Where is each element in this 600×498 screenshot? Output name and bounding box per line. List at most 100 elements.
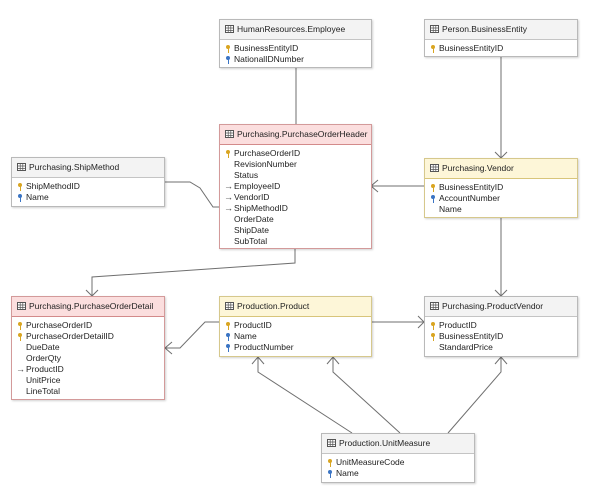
table-icon [430, 301, 439, 310]
column-row[interactable]: →EmployeeID [224, 181, 371, 192]
column-row[interactable]: AccountNumber [430, 193, 577, 204]
column-row[interactable]: PurchaseOrderID [225, 148, 371, 159]
entity-header[interactable]: Production.Product [220, 297, 371, 317]
entity-header[interactable]: HumanResources.Employee [220, 20, 371, 40]
column-name: PurchaseOrderID [26, 320, 93, 330]
column-row[interactable]: BusinessEntityID [430, 43, 577, 54]
column-spacer [17, 342, 24, 353]
rel-product-podetail [165, 321, 219, 349]
column-row[interactable]: Name [225, 331, 371, 342]
entity-header[interactable]: Person.BusinessEntity [425, 20, 577, 40]
column-name: ProductID [234, 320, 272, 330]
column-spacer [17, 375, 24, 386]
column-row[interactable]: BusinessEntityID [430, 331, 577, 342]
column-name: UnitMeasureCode [336, 457, 405, 467]
column-row[interactable]: SubTotal [225, 236, 371, 247]
rel-product-unitmeasure-1 [257, 357, 353, 434]
column-row[interactable]: ShipMethodID [17, 181, 164, 192]
foreign-key-icon: → [224, 192, 233, 202]
column-spacer [430, 342, 437, 353]
column-name: Name [234, 331, 257, 341]
column-row[interactable]: ShipDate [225, 225, 371, 236]
column-row[interactable]: OrderDate [225, 214, 371, 225]
column-name: BusinessEntityID [439, 43, 504, 53]
entity-header[interactable]: Production.UnitMeasure [322, 434, 474, 454]
entity-business-entity[interactable]: Person.BusinessEntity BusinessEntityID [424, 19, 578, 57]
entity-title: Production.UnitMeasure [339, 438, 431, 448]
rel-shipmethod-poheader [165, 181, 221, 208]
column-name: OrderDate [234, 214, 274, 224]
primary-key-icon [17, 331, 24, 342]
column-row[interactable]: ProductID [225, 320, 371, 331]
column-row[interactable]: →ProductID [16, 364, 164, 375]
column-row[interactable]: UnitPrice [17, 375, 164, 386]
column-spacer [225, 214, 232, 225]
column-name: ShipMethodID [26, 181, 80, 191]
entity-header[interactable]: Purchasing.ProductVendor [425, 297, 577, 317]
column-name: ProductID [439, 320, 477, 330]
unique-key-icon [225, 331, 232, 342]
column-name: UnitPrice [26, 375, 61, 385]
column-name: ProductID [26, 364, 64, 374]
entity-title: Person.BusinessEntity [442, 24, 528, 34]
rel-productvendor-unitmeasure [447, 357, 502, 434]
table-icon [430, 24, 439, 33]
column-row[interactable]: →VendorID [224, 192, 371, 203]
entity-header[interactable]: Purchasing.ShipMethod [12, 158, 164, 178]
column-list: BusinessEntityID [425, 40, 577, 57]
unique-key-icon [430, 193, 437, 204]
column-spacer [430, 204, 437, 215]
primary-key-icon [17, 181, 24, 192]
column-name: Name [336, 468, 359, 478]
column-row[interactable]: Name [327, 468, 474, 479]
entity-header[interactable]: Purchasing.PurchaseOrderDetail [12, 297, 164, 317]
entity-purchase-order-header[interactable]: Purchasing.PurchaseOrderHeader PurchaseO… [219, 124, 372, 249]
column-row[interactable]: BusinessEntityID [430, 182, 577, 193]
column-row[interactable]: ProductID [430, 320, 577, 331]
column-row[interactable]: →ShipMethodID [224, 203, 371, 214]
column-row[interactable]: UnitMeasureCode [327, 457, 474, 468]
column-row[interactable]: NationalIDNumber [225, 54, 371, 65]
column-row[interactable]: PurchaseOrderID [17, 320, 164, 331]
entity-title: Purchasing.PurchaseOrderDetail [29, 301, 154, 311]
column-row[interactable]: Name [430, 204, 577, 215]
crowsfoot-product-podetail [164, 341, 173, 355]
column-row[interactable]: Name [17, 192, 164, 203]
column-spacer [225, 170, 232, 181]
crowsfoot-unitmeasure-1 [251, 356, 265, 365]
entity-header[interactable]: Purchasing.PurchaseOrderHeader [220, 125, 371, 145]
column-row[interactable]: Status [225, 170, 371, 181]
entity-employee[interactable]: HumanResources.Employee BusinessEntityID… [219, 19, 372, 68]
primary-key-icon [225, 148, 232, 159]
column-name: ProductNumber [234, 342, 294, 352]
column-row[interactable]: StandardPrice [430, 342, 577, 353]
column-row[interactable]: DueDate [17, 342, 164, 353]
column-row[interactable]: ProductNumber [225, 342, 371, 353]
rel-poheader-podetail [91, 249, 296, 296]
crowsfoot-unitmeasure-3 [494, 356, 508, 365]
column-row[interactable]: RevisionNumber [225, 159, 371, 170]
column-name: Name [26, 192, 49, 202]
entity-title: Purchasing.ProductVendor [442, 301, 544, 311]
crowsfoot-unitmeasure-2 [326, 356, 340, 365]
column-row[interactable]: BusinessEntityID [225, 43, 371, 54]
column-row[interactable]: OrderQty [17, 353, 164, 364]
entity-purchase-order-detail[interactable]: Purchasing.PurchaseOrderDetail PurchaseO… [11, 296, 165, 400]
column-name: Status [234, 170, 259, 180]
primary-key-icon [327, 457, 334, 468]
primary-key-icon [430, 331, 437, 342]
entity-header[interactable]: Purchasing.Vendor [425, 159, 577, 179]
column-row[interactable]: LineTotal [17, 386, 164, 397]
column-row[interactable]: PurchaseOrderDetailID [17, 331, 164, 342]
